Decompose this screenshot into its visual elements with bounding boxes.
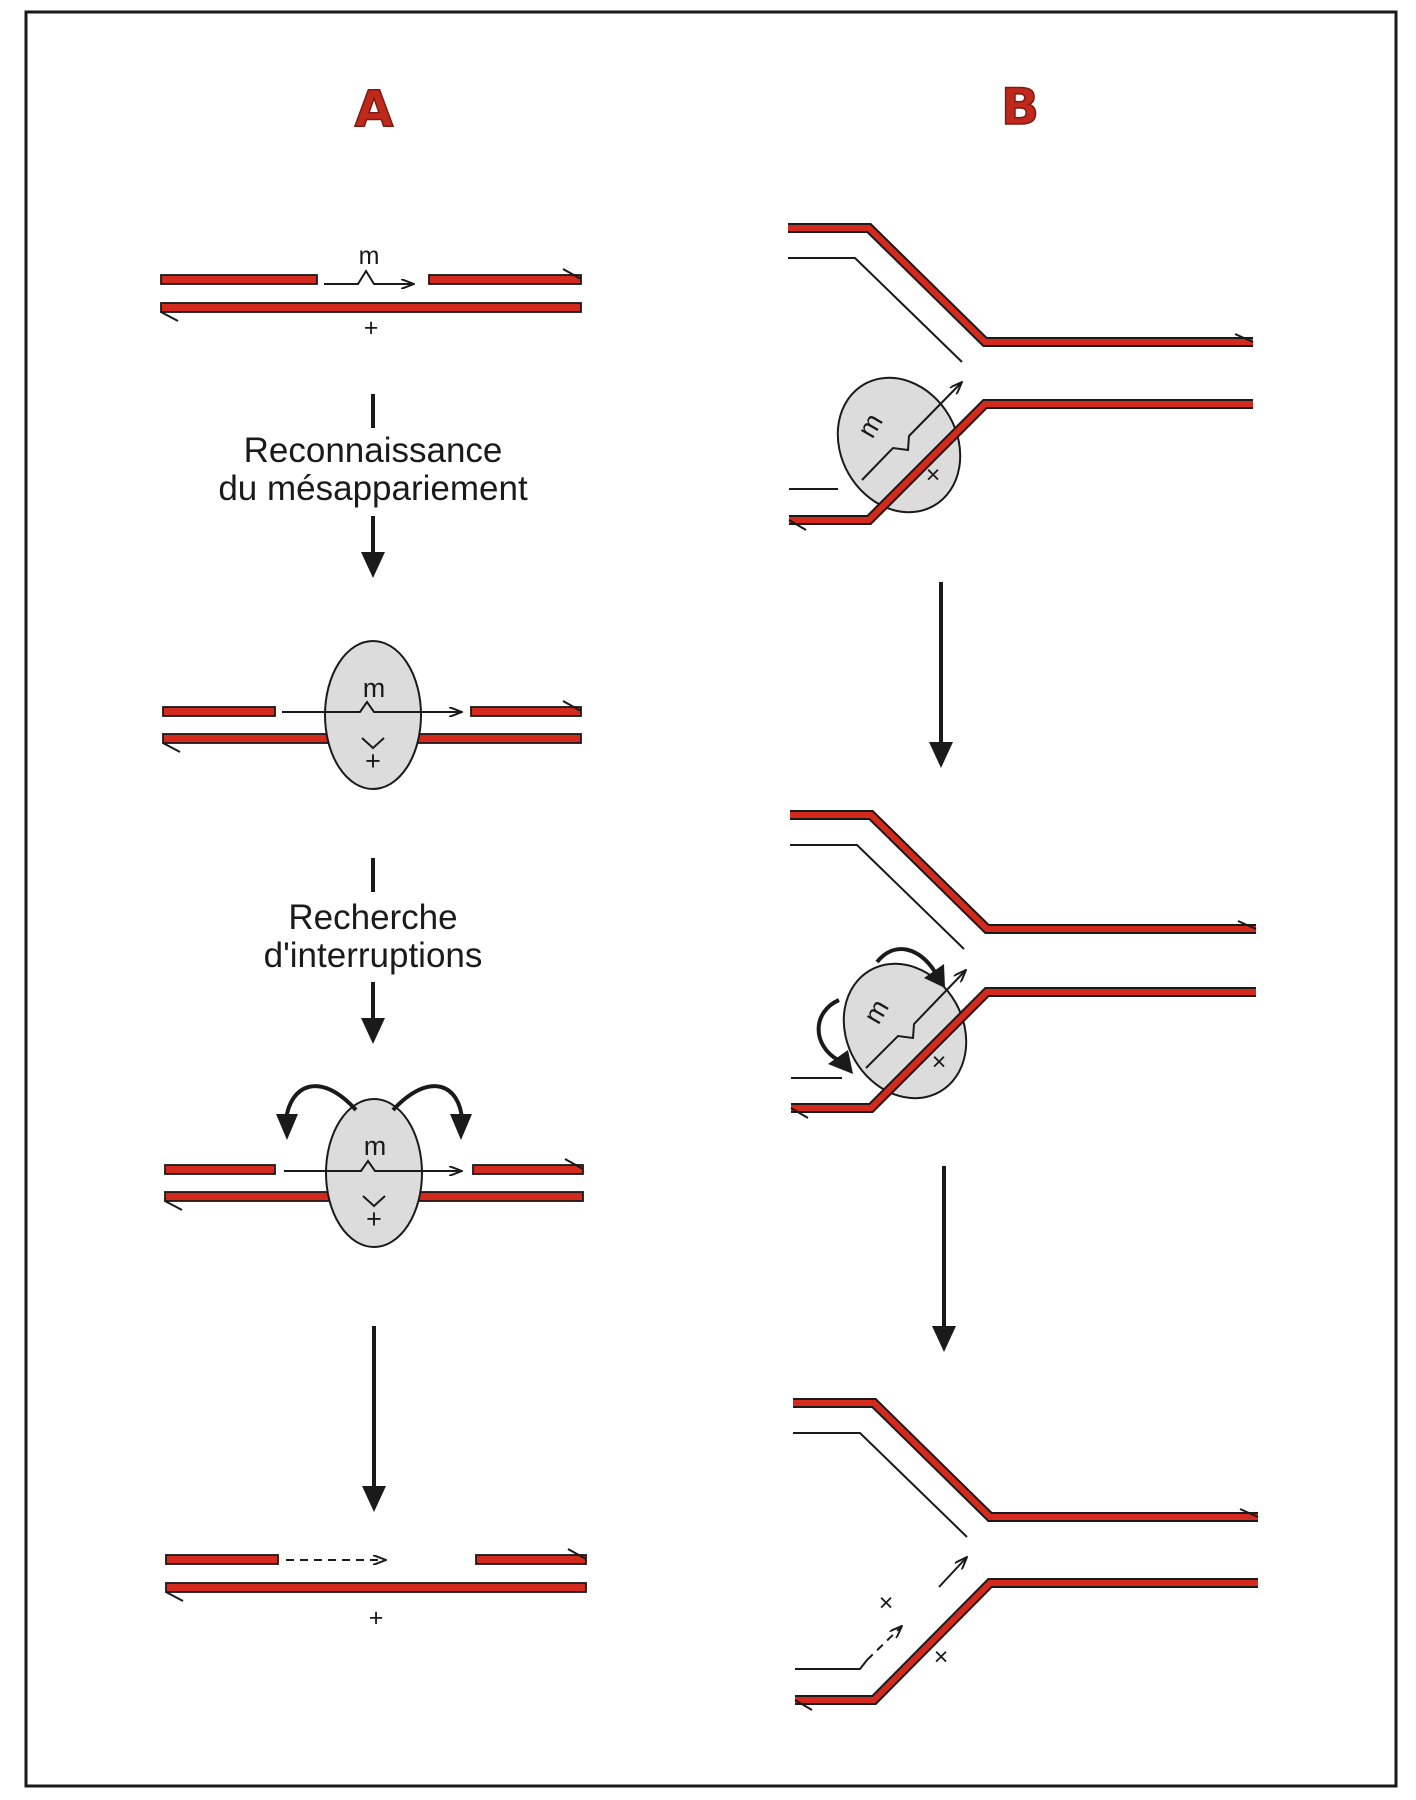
figure-frame [24,10,1398,1788]
new-strand-with-mismatch [861,382,962,481]
search-arrow-right [391,1084,464,1121]
mismatch-marker: m [359,242,380,270]
strand-marker: + [366,1204,382,1234]
nicked-strand-left [160,274,318,285]
step-label-recognition-line-1: Reconnaissance [244,431,503,470]
panel-b-state-1: m × [788,223,1254,531]
panel-a-state-2: m + [162,640,582,790]
resynthesized-strand [938,1557,967,1588]
mutS-protein [324,640,422,790]
panel-a-label: A [355,80,394,138]
strand-marker: + [364,314,379,342]
template-strand [160,302,582,322]
panel-b-state-2: m × [790,810,1257,1119]
mutS-protein [842,962,968,1100]
step-label-recognition-line-2: du mésappariement [218,469,528,508]
search-arrow-left [284,1084,358,1121]
step-label-search-line-1: Recherche [288,898,457,937]
panel-a-arrow-2 [361,858,385,1044]
strand-marker: + [365,746,381,776]
strand-marker: × [932,1048,947,1076]
mutS-protein [325,1098,423,1248]
panel-b-state-3: × × [793,1398,1259,1711]
mismatch-marker: m [364,1131,387,1161]
panel-a-state-4: + [165,1548,587,1632]
panel-a-arrow-3 [362,1326,386,1512]
new-strand-with-mismatch [865,970,966,1069]
panel-b-label: B [1001,78,1039,136]
panel-b-arrow-2 [932,1166,956,1352]
new-strand-with-mismatch [324,269,414,284]
step-label-search-line-2: d'interruptions [264,936,483,975]
search-arrow-lower [816,998,840,1062]
mismatch-marker: m [363,673,386,703]
strand-marker: × [934,1643,949,1671]
panel-b-arrow-1 [929,582,953,768]
search-arrow-upper [875,947,937,974]
strand-marker: × [926,461,941,489]
strand-marker: + [369,1604,384,1632]
panel-a-state-3: m + [164,1084,584,1248]
panel-a-arrow-1 [361,394,385,578]
mutS-protein [836,376,962,514]
panel-a-state-1: m + [160,242,582,342]
strand-marker: × [879,1589,894,1617]
nicked-strand-right [428,268,582,285]
